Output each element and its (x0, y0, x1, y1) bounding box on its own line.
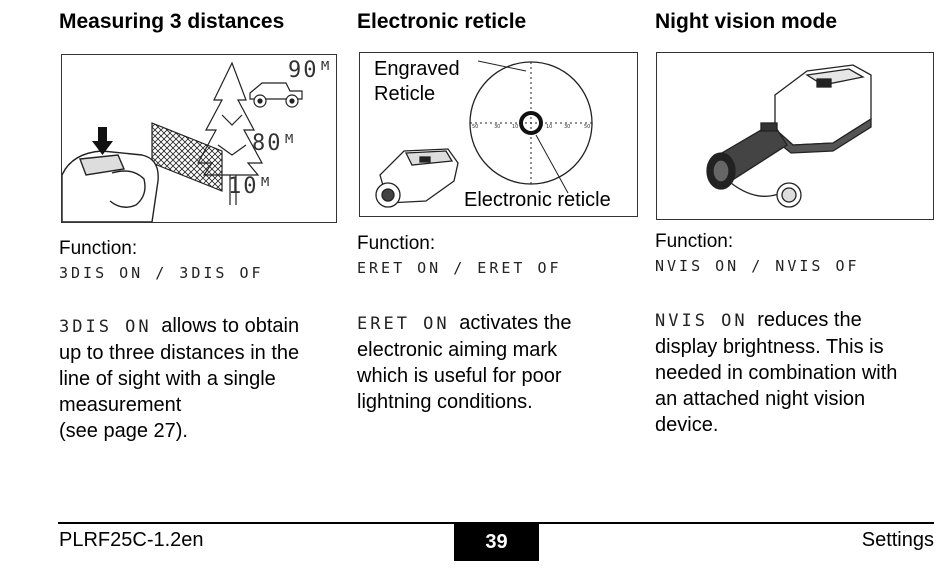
scale-number: 50 (472, 124, 478, 130)
scale-number: 30 (564, 124, 570, 130)
page-number: 39 (454, 523, 539, 561)
three-distances-illustration: 90ᴹ 80ᴹ 10ᴹ (62, 58, 334, 222)
function-label: Function: (655, 231, 734, 252)
description-line: an attached night vision (655, 388, 866, 410)
document-id: PLRF25C-1.2en (59, 529, 204, 551)
function-label: Function: (59, 238, 138, 259)
reticle-illustration: 50 30 10 10 30 50 Engraved Reticle Elect… (374, 58, 611, 211)
description-line: device. (655, 414, 719, 436)
figure-night-vision (656, 52, 934, 220)
description-line: line of sight with a single (59, 368, 276, 390)
function-block: Function: ERET ON / ERET OF (357, 233, 562, 277)
description-code: 3DIS ON (59, 317, 152, 337)
description-line: which is useful for poor (357, 365, 562, 387)
description-code: NVIS ON (655, 311, 748, 331)
description: NVIS ON reduces the display brightness. … (655, 307, 940, 438)
figure-reticle: 50 30 10 10 30 50 Engraved Reticle Elect… (359, 52, 638, 217)
figure-three-distances: 90ᴹ 80ᴹ 10ᴹ (61, 54, 337, 223)
function-label: Function: (357, 233, 436, 254)
readout-near: 10ᴹ (228, 174, 274, 199)
label-engraved-line1: Engraved (374, 58, 460, 80)
section-heading: Night vision mode (655, 10, 838, 33)
description-line: (see page 27). (59, 420, 188, 442)
footer-divider (58, 522, 934, 524)
function-block: Function: NVIS ON / NVIS OF (655, 231, 860, 275)
section-heading: Measuring 3 distances (59, 10, 285, 33)
function-options: NVIS ON / NVIS OF (655, 257, 860, 275)
description-line: activates the (459, 312, 572, 334)
description-line: measurement (59, 394, 182, 416)
description-line: allows to obtain (161, 315, 300, 337)
description-line: reduces the (757, 309, 862, 331)
description-line: lightning conditions. (357, 391, 533, 413)
function-block: Function: 3DIS ON / 3DIS OF (59, 238, 264, 282)
function-options: ERET ON / ERET OF (357, 259, 562, 277)
scale-number: 30 (494, 124, 500, 130)
readout-far: 90ᴹ (288, 58, 334, 83)
readout-mid: 80ᴹ (252, 131, 298, 156)
label-engraved-line2: Reticle (374, 83, 435, 105)
section-heading: Electronic reticle (357, 10, 527, 33)
label-electronic-reticle: Electronic reticle (464, 189, 611, 211)
section-name: Settings (861, 529, 934, 551)
function-options: 3DIS ON / 3DIS OF (59, 264, 264, 282)
scale-number: 50 (584, 124, 590, 130)
scale-number: 10 (546, 124, 552, 130)
scale-number: 10 (512, 124, 518, 130)
description: ERET ON activates the electronic aiming … (357, 310, 642, 415)
night-vision-illustration (706, 64, 872, 208)
description-line: electronic aiming mark (357, 339, 558, 361)
description-code: ERET ON (357, 314, 450, 334)
description-line: display brightness. This is (655, 336, 884, 358)
description-line: up to three distances in the (59, 342, 300, 364)
description-line: needed in combination with (655, 362, 898, 384)
description: 3DIS ON allows to obtain up to three dis… (59, 313, 339, 444)
